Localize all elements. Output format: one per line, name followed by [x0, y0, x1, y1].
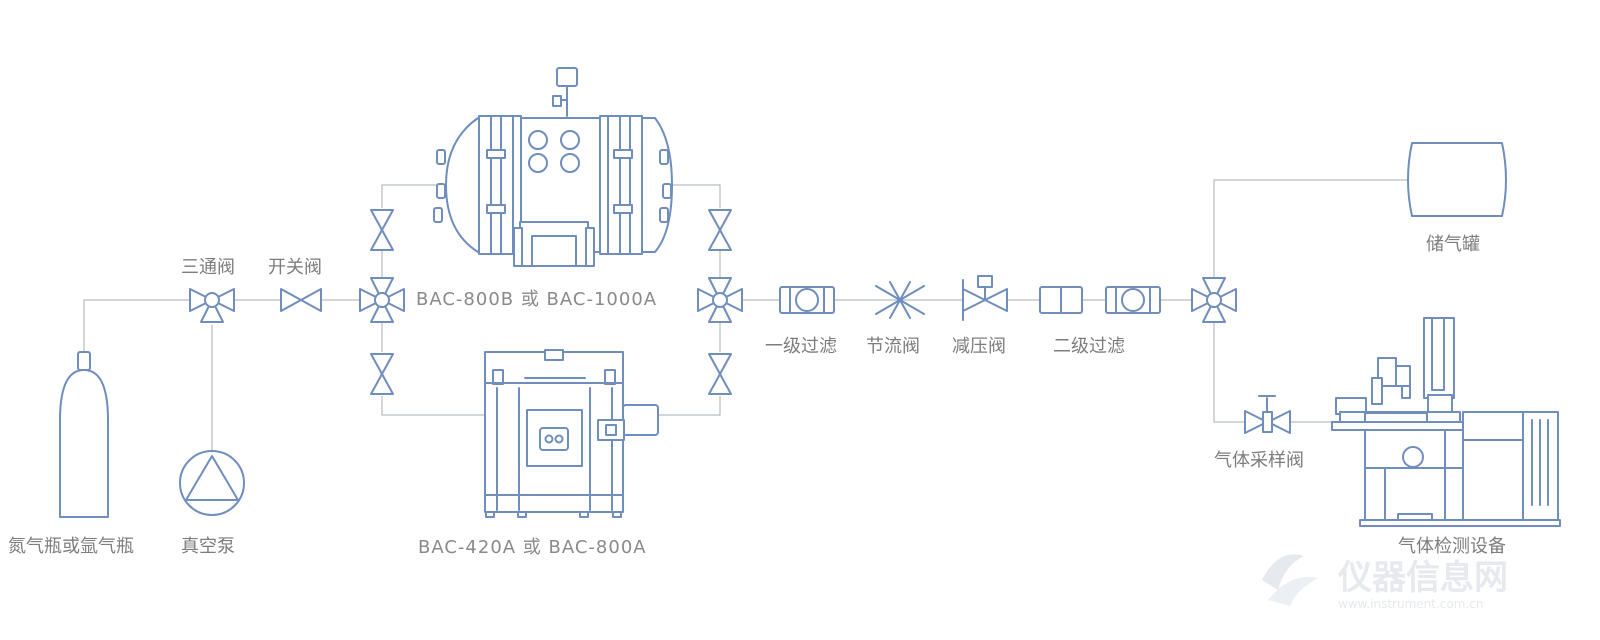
gas-cylinder [59, 351, 109, 518]
right-junction-valve-icon[interactable] [697, 277, 743, 323]
three-way-valve-label: 三通阀 [181, 257, 235, 278]
watermark-url: www.instrument.com.cn [1338, 597, 1483, 611]
lower-right-valve-icon[interactable] [708, 353, 732, 395]
gas-sampling-valve-label: 气体采样阀 [1214, 450, 1304, 471]
pressure-reducing-valve-label: 减压阀 [952, 336, 1006, 357]
upper-left-valve-icon[interactable] [370, 209, 394, 251]
three-way-valve-icon[interactable] [189, 288, 235, 323]
watermark-logo-icon [1262, 554, 1318, 606]
secondary-filter-icon [1105, 286, 1161, 314]
gas-cylinder-label: 氮气瓶或氩气瓶 [8, 536, 134, 557]
vacuum-pump-label: 真空泵 [181, 536, 235, 557]
storage-tank [1407, 142, 1507, 217]
primary-filter-icon [779, 286, 835, 314]
gas-detection-equipment-label: 气体检测设备 [1398, 536, 1506, 557]
gas-sampling-valve-icon[interactable] [1244, 395, 1291, 434]
upper-chamber-model-label: BAC-800B 或 BAC-1000A [416, 289, 657, 310]
vacuum-pump [179, 450, 245, 516]
storage-tank-label: 储气罐 [1426, 234, 1480, 255]
lower-left-valve-icon[interactable] [370, 353, 394, 395]
labels: 氮气瓶或氩气瓶 真空泵 三通阀 开关阀 BAC-800B 或 BAC-1000A… [8, 234, 1506, 558]
switch-valve-icon[interactable] [280, 288, 322, 312]
pressure-reducing-valve-icon[interactable] [962, 275, 1008, 321]
outlet-junction-valve-icon[interactable] [1191, 277, 1237, 323]
watermark-title: 仪器信息网 [1337, 558, 1508, 598]
left-junction-valve-icon[interactable] [359, 277, 405, 323]
lower-chamber-model-label: BAC-420A 或 BAC-800A [418, 537, 647, 558]
upper-anaerobic-chamber [433, 67, 673, 267]
upper-right-valve-icon[interactable] [708, 209, 732, 251]
primary-filter-label: 一级过滤 [765, 336, 837, 357]
gas-detection-equipment [1331, 317, 1561, 527]
watermark: 仪器信息网 www.instrument.com.cn [1262, 554, 1508, 611]
lower-anaerobic-chamber [484, 349, 659, 518]
throttle-valve-icon[interactable] [875, 281, 925, 319]
switch-valve-label: 开关阀 [268, 257, 322, 278]
secondary-filter-label: 二级过滤 [1053, 336, 1125, 357]
secondary-filter-first-icon [1039, 286, 1083, 314]
throttle-valve-label: 节流阀 [866, 336, 920, 357]
